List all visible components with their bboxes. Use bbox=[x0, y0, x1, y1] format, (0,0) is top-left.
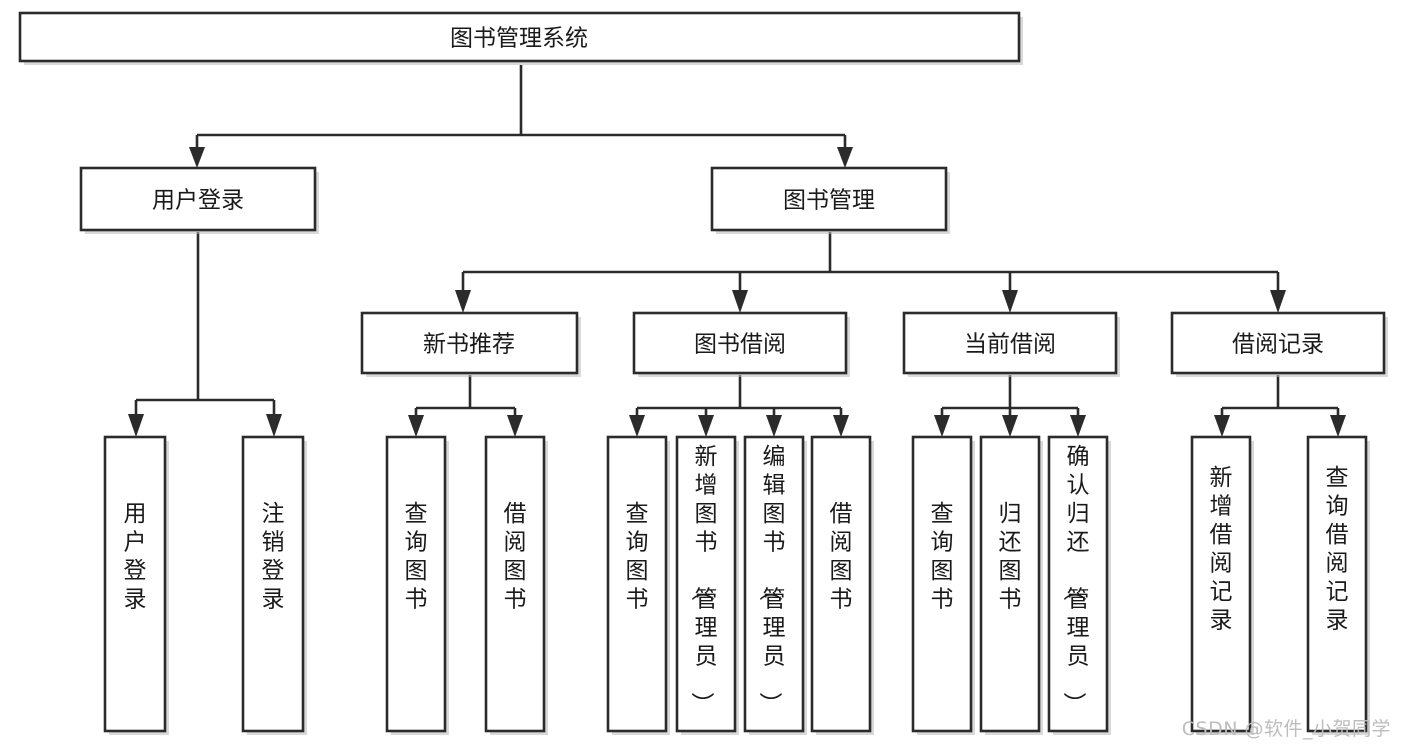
leaf-add-record-box bbox=[1190, 435, 1252, 733]
leaf-edit-book-box bbox=[743, 435, 805, 733]
leaf-edit-book-label: 编辑图书（管理员） bbox=[757, 444, 786, 715]
node-leaf-return-book[interactable]: 归还图书 bbox=[979, 435, 1043, 735]
node-new-book-recommend[interactable]: 新书推荐 bbox=[360, 311, 581, 377]
node-leaf-edit-book[interactable]: 编辑图书（管理员） bbox=[743, 435, 807, 735]
leaf-user-login-box bbox=[103, 435, 167, 733]
node-book-manage[interactable]: 图书管理 bbox=[710, 166, 950, 234]
leaf-confirm-return-label: 确认归还（管理员） bbox=[1061, 444, 1090, 715]
leaf-nodes: 用户登录 注销登录 查询图书 借阅图书 查询图书 bbox=[103, 435, 1370, 735]
book-manage-label: 图书管理 bbox=[783, 188, 875, 214]
leaf-logout-login-label: 注销登录 bbox=[262, 501, 285, 613]
leaf-query-book-3-label: 查询图书 bbox=[931, 501, 954, 613]
leaf-query-record-label: 查询借阅记录 bbox=[1326, 465, 1349, 634]
connector-root-to-level2 bbox=[189, 65, 853, 168]
leaf-borrow-book-1-box bbox=[484, 435, 546, 733]
leaf-confirm-return-box bbox=[1047, 435, 1109, 733]
root-label: 图书管理系统 bbox=[450, 26, 588, 52]
node-leaf-query-record[interactable]: 查询借阅记录 bbox=[1306, 435, 1370, 735]
node-leaf-borrow-book-1[interactable]: 借阅图书 bbox=[484, 435, 548, 735]
node-root[interactable]: 图书管理系统 bbox=[18, 11, 1023, 65]
connector-bookmanage-to-level3 bbox=[455, 232, 1286, 313]
leaf-logout-login-box bbox=[241, 435, 305, 733]
leaf-query-book-3-box bbox=[911, 435, 973, 733]
user-login-box bbox=[79, 166, 317, 232]
current-borrow-box bbox=[902, 311, 1118, 375]
node-current-borrow[interactable]: 当前借阅 bbox=[902, 311, 1120, 377]
new-book-recommend-label: 新书推荐 bbox=[423, 332, 515, 358]
connector-borrowrecord-to-leaves bbox=[1214, 375, 1346, 437]
root-box bbox=[18, 11, 1021, 63]
user-login-label: 用户登录 bbox=[152, 188, 244, 214]
node-borrow-record[interactable]: 借阅记录 bbox=[1170, 311, 1388, 377]
leaf-query-book-1-label: 查询图书 bbox=[405, 501, 428, 613]
leaf-borrow-book-2-box bbox=[810, 435, 872, 733]
leaf-return-book-box bbox=[979, 435, 1041, 733]
leaf-add-record-label: 新增借阅记录 bbox=[1210, 465, 1233, 634]
connector-currentborrow-to-leaves bbox=[934, 375, 1086, 437]
node-user-login[interactable]: 用户登录 bbox=[79, 166, 319, 234]
leaf-add-book-label: 新增图书（管理员） bbox=[689, 444, 718, 715]
borrow-record-label: 借阅记录 bbox=[1232, 332, 1324, 358]
leaf-add-book-box bbox=[675, 435, 737, 733]
node-book-borrow[interactable]: 图书借阅 bbox=[632, 311, 850, 377]
leaf-query-record-box bbox=[1306, 435, 1368, 733]
leaf-return-book-label: 归还图书 bbox=[999, 501, 1022, 613]
current-borrow-label: 当前借阅 bbox=[964, 332, 1056, 358]
leaf-query-book-1-box bbox=[385, 435, 447, 733]
node-leaf-user-login[interactable]: 用户登录 bbox=[103, 435, 169, 735]
node-leaf-query-book-2[interactable]: 查询图书 bbox=[606, 435, 670, 735]
node-leaf-add-book[interactable]: 新增图书（管理员） bbox=[675, 435, 739, 735]
leaf-query-book-2-box bbox=[606, 435, 668, 733]
connector-newbook-to-leaves bbox=[408, 375, 523, 437]
connector-userlogin-to-leaves bbox=[128, 232, 282, 437]
new-book-recommend-box bbox=[360, 311, 579, 375]
node-leaf-borrow-book-2[interactable]: 借阅图书 bbox=[810, 435, 874, 735]
connector-bookborrow-to-leaves bbox=[629, 375, 849, 437]
csdn-watermark: CSDN @软件_小贺同学 bbox=[1181, 718, 1391, 740]
leaf-query-book-2-label: 查询图书 bbox=[626, 501, 649, 613]
node-leaf-query-book-3[interactable]: 查询图书 bbox=[911, 435, 975, 735]
leaf-borrow-book-2-label: 借阅图书 bbox=[830, 501, 853, 613]
node-leaf-query-book-1[interactable]: 查询图书 bbox=[385, 435, 449, 735]
node-leaf-confirm-return[interactable]: 确认归还（管理员） bbox=[1047, 435, 1111, 735]
borrow-record-box bbox=[1170, 311, 1386, 375]
book-manage-box bbox=[710, 166, 948, 232]
leaf-user-login-label: 用户登录 bbox=[124, 501, 147, 613]
book-borrow-label: 图书借阅 bbox=[694, 332, 786, 358]
node-leaf-add-record[interactable]: 新增借阅记录 bbox=[1190, 435, 1254, 735]
book-borrow-box bbox=[632, 311, 848, 375]
leaf-borrow-book-1-label: 借阅图书 bbox=[504, 501, 527, 613]
node-leaf-logout-login[interactable]: 注销登录 bbox=[241, 435, 307, 735]
